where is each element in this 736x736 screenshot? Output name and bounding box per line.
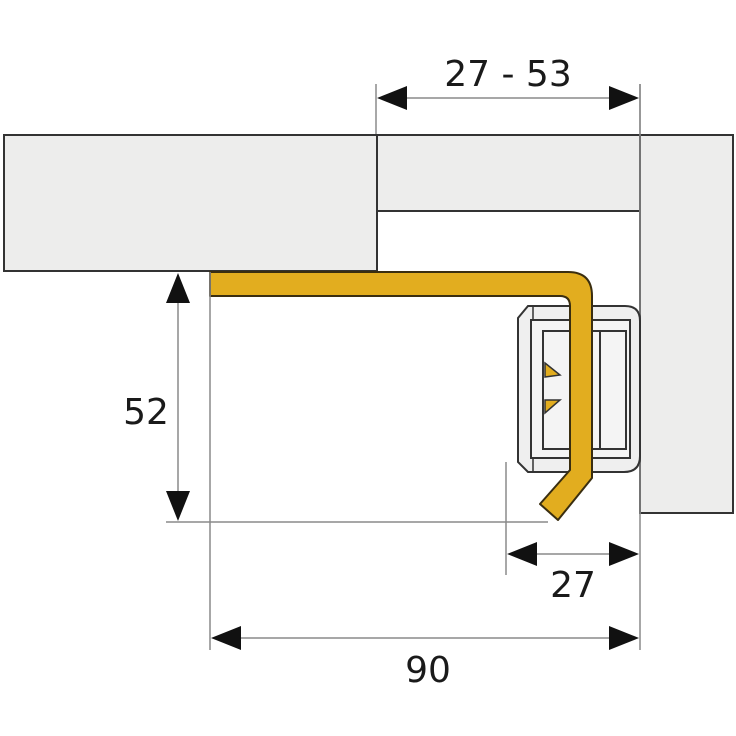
arrow-right-icon — [609, 626, 639, 650]
right-vertical-panel — [639, 134, 734, 514]
dimension-label-top-range: 27 - 53 — [444, 54, 572, 95]
dimension-label-height: 52 — [123, 392, 169, 433]
arrow-left-icon — [377, 86, 407, 110]
right-top-panel — [376, 134, 641, 212]
arrow-down-icon — [166, 491, 190, 521]
dimension-label-total-width: 90 — [405, 650, 451, 691]
dimension-label-clip-width: 27 — [550, 565, 596, 606]
dimension-total-width: 90 — [211, 626, 639, 691]
dimension-clip-width: 27 — [507, 542, 639, 606]
left-top-panel — [3, 134, 378, 272]
dimension-top-range: 27 - 53 — [375, 54, 641, 135]
dimension-height: 52 — [123, 273, 190, 521]
arrow-up-icon — [166, 273, 190, 303]
clip-tooth-lower-icon — [544, 399, 563, 415]
arrow-right-icon — [609, 542, 639, 566]
clip-tooth-upper-icon — [544, 361, 562, 378]
l-bracket — [209, 271, 593, 521]
arrow-right-icon — [609, 86, 639, 110]
arrow-left-icon — [507, 542, 537, 566]
arrow-left-icon — [211, 626, 241, 650]
